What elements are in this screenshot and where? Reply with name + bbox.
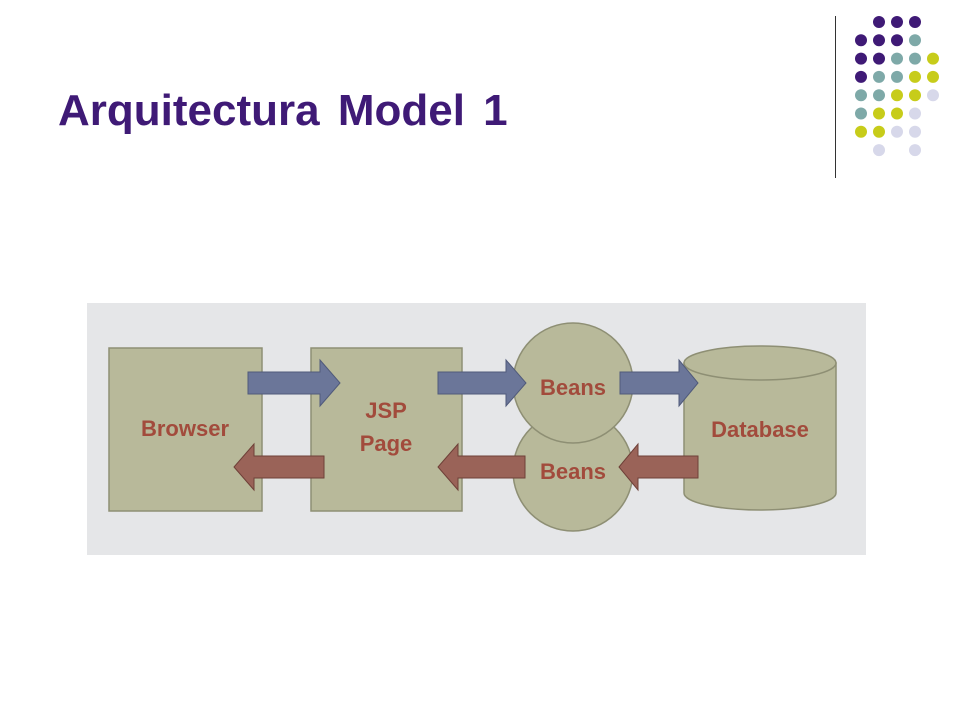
decorative-dot xyxy=(873,125,885,138)
decorative-dot xyxy=(909,89,921,102)
slide-title: Arquitectura Model 1 xyxy=(58,86,508,135)
decorative-dot xyxy=(909,16,921,28)
decorative-dot xyxy=(855,89,867,102)
decorative-dot xyxy=(891,34,903,47)
decorative-dot xyxy=(909,125,921,138)
title-divider-line xyxy=(835,16,836,178)
decorative-dot xyxy=(873,34,885,47)
arrow-database-to-beans xyxy=(618,442,699,492)
decorative-dot xyxy=(891,125,903,138)
database-label: Database xyxy=(711,417,809,442)
decorative-dot xyxy=(855,107,867,120)
decorative-dot xyxy=(891,107,903,120)
browser-label: Browser xyxy=(141,416,229,441)
decorative-dot xyxy=(873,89,885,102)
decorative-dot xyxy=(909,34,921,47)
decorative-dot xyxy=(909,107,921,120)
decorative-dot xyxy=(909,70,921,83)
decorative-dot xyxy=(873,107,885,120)
decorative-dot xyxy=(909,144,921,157)
arrow-beans-to-database xyxy=(619,358,699,408)
decorative-dot xyxy=(891,16,903,28)
decorative-dot xyxy=(855,125,867,138)
decorative-dot xyxy=(927,52,939,65)
arrow-jsp-to-browser xyxy=(233,442,325,492)
decorative-dot xyxy=(891,70,903,83)
decorative-dot xyxy=(891,89,903,102)
arrow-jsp-to-beans xyxy=(437,358,527,408)
jsp-page-box xyxy=(310,347,463,512)
database-cylinder xyxy=(683,362,837,511)
jsp-label-line2: Page xyxy=(360,431,413,456)
decorative-dot xyxy=(927,70,939,83)
arrow-browser-to-jsp xyxy=(247,358,341,408)
model1-architecture-diagram: Browser JSP Page Beans Beans Database xyxy=(87,303,866,555)
decorative-dot xyxy=(909,52,921,65)
jsp-label-line1: JSP xyxy=(365,398,407,423)
decorative-dot xyxy=(855,70,867,83)
beans-top-label: Beans xyxy=(540,375,606,400)
decorative-dot xyxy=(873,52,885,65)
arrow-beans-to-jsp xyxy=(437,442,526,492)
decorative-dot-grid xyxy=(855,16,939,157)
decorative-dot xyxy=(873,70,885,83)
decorative-dot xyxy=(927,89,939,102)
browser-box xyxy=(108,347,263,512)
decorative-dot xyxy=(855,52,867,65)
database-cylinder-top xyxy=(683,345,837,381)
beans-bottom-label: Beans xyxy=(540,459,606,484)
decorative-dot xyxy=(891,52,903,65)
decorative-dot xyxy=(855,34,867,47)
decorative-dot xyxy=(873,144,885,157)
decorative-dot xyxy=(873,16,885,28)
